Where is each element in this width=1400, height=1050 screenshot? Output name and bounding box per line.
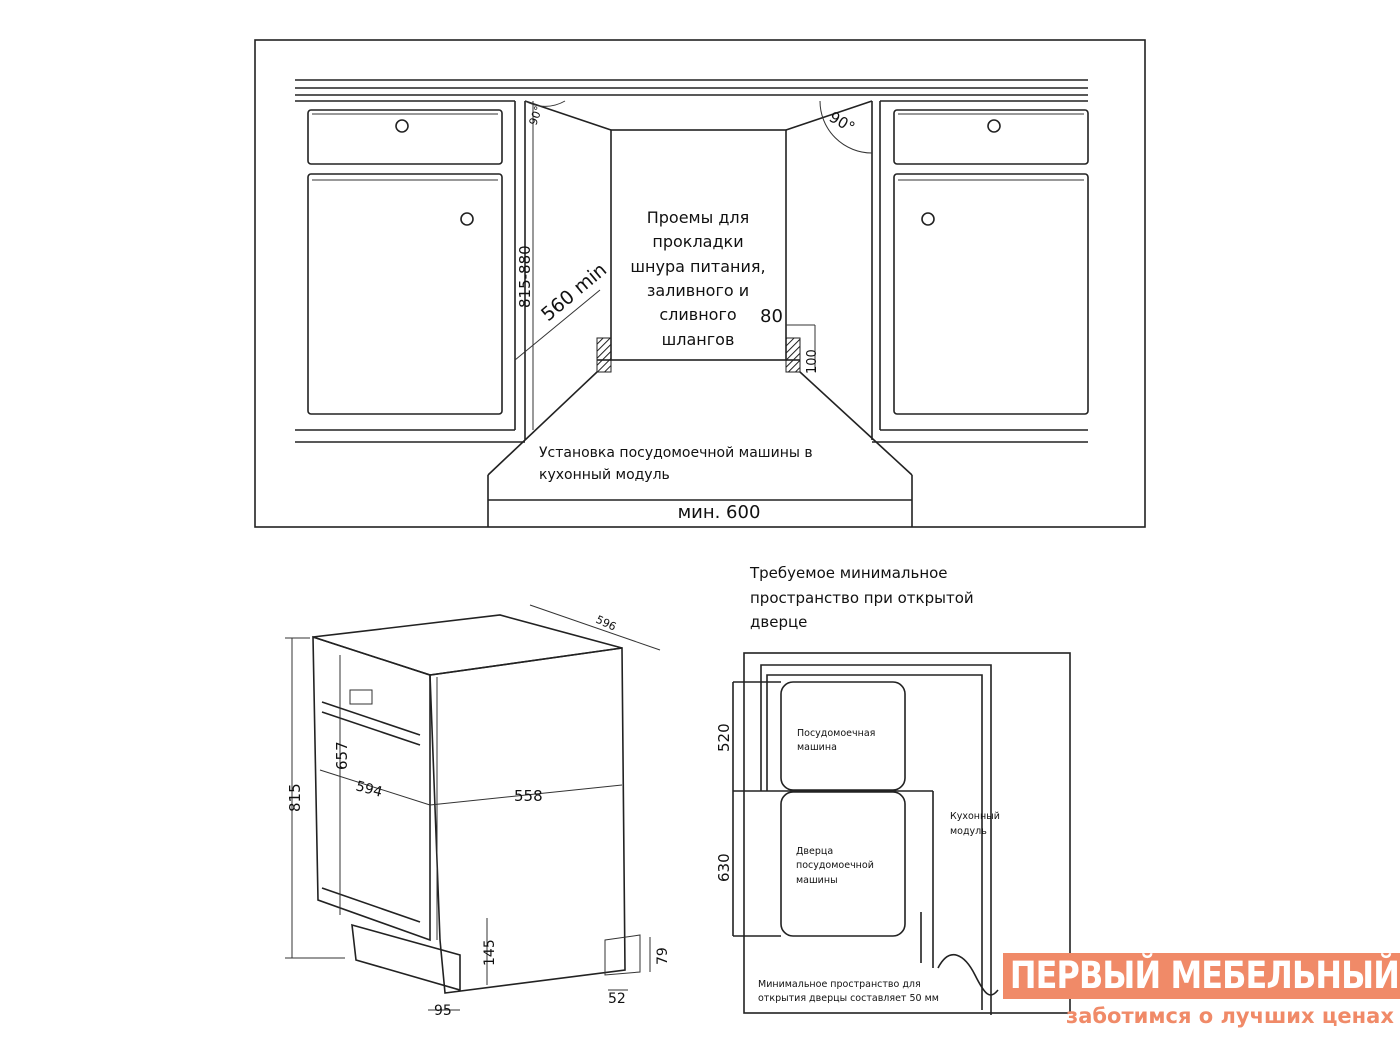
control-panel-icon bbox=[349, 689, 373, 705]
dishwasher-front bbox=[312, 635, 431, 942]
door-label-line: посудомоечной bbox=[796, 860, 874, 871]
door-label-line: Дверца bbox=[796, 846, 833, 857]
rear-foot bbox=[604, 934, 641, 976]
angle-arc-right bbox=[819, 100, 873, 154]
clearance-note-line: открытия дверцы составляет 50 мм bbox=[758, 993, 939, 1004]
clearance-title: Требуемое минимальное пространство при о… bbox=[749, 564, 974, 631]
clearance-note: Минимальное пространство для открытия дв… bbox=[758, 979, 939, 1004]
diagram-frame bbox=[254, 39, 1146, 528]
openings-label-line: шнура питания, bbox=[630, 257, 765, 276]
door-height-657-label: 657 bbox=[333, 741, 351, 770]
foot-79-label: 79 bbox=[655, 947, 671, 965]
caption-line: кухонный модуль bbox=[539, 467, 670, 483]
caption-line: Установка посудомоечной машины в bbox=[539, 445, 813, 461]
dishwasher-label-line: Посудомоечная bbox=[797, 728, 875, 739]
right-cabinet bbox=[871, 101, 1089, 443]
openings-label-line: шлангов bbox=[662, 330, 735, 349]
clearance-title-line: дверце bbox=[750, 613, 807, 631]
niche-back-wall bbox=[610, 129, 787, 361]
dim-630-label: 630 bbox=[715, 853, 733, 882]
dim-80-label: 80 bbox=[760, 306, 783, 327]
door-label-line: машины bbox=[796, 875, 838, 886]
watermark-logo: ПЕРВЫЙ МЕБЕЛЬНЫЙ bbox=[1003, 953, 1400, 999]
openings-label-line: сливного bbox=[659, 305, 736, 324]
dishwasher-label: Посудомоечная машина bbox=[797, 728, 875, 753]
clearance-frame bbox=[743, 652, 1071, 1014]
openings-label: Проемы для прокладки шнура питания, зали… bbox=[630, 208, 765, 349]
door-label: Дверца посудомоечной машины bbox=[796, 846, 874, 886]
kitchen-niche-diagram: 90° 90° 815-880 560 min 80 100 Проемы дл… bbox=[254, 39, 1146, 528]
plinth-bracket bbox=[351, 923, 461, 992]
dim-100-label: 100 bbox=[805, 349, 820, 374]
width-594-label: 594 bbox=[354, 778, 384, 800]
height-range-label: 815-880 bbox=[516, 245, 534, 308]
module-label-line: Кухонный bbox=[950, 811, 1000, 822]
foot-52-label: 52 bbox=[608, 991, 626, 1007]
depth-596-label: 596 bbox=[594, 613, 619, 634]
angle-left-label: 90° bbox=[527, 104, 546, 127]
min-width-label: мин. 600 bbox=[678, 502, 761, 523]
drawer-knob-icon bbox=[395, 119, 409, 133]
depth-min-label: 560 min bbox=[537, 259, 611, 326]
dishwasher-box bbox=[780, 681, 906, 791]
side-depth-558-label: 558 bbox=[514, 787, 543, 805]
dishwasher-label-line: машина bbox=[797, 742, 837, 753]
right-hose-opening bbox=[785, 337, 801, 373]
clearance-title-line: Требуемое минимальное bbox=[749, 564, 948, 582]
left-hose-opening bbox=[596, 337, 612, 373]
door-knob-icon bbox=[460, 212, 474, 226]
openings-label-line: заливного и bbox=[647, 281, 749, 300]
drawer-knob-icon bbox=[987, 119, 1001, 133]
installation-caption: Установка посудомоечной машины в кухонны… bbox=[539, 445, 813, 483]
dim-520-label: 520 bbox=[715, 723, 733, 752]
module-label-line: модуль bbox=[950, 826, 987, 837]
watermark-slogan: заботимся о лучших ценах bbox=[1066, 1004, 1394, 1028]
openings-label-line: Проемы для bbox=[647, 208, 750, 227]
left-cabinet bbox=[295, 101, 526, 443]
plinth-145-label: 145 bbox=[482, 939, 498, 966]
height-815-label: 815 bbox=[286, 783, 304, 812]
door-box bbox=[780, 791, 906, 937]
door-clearance-diagram: Требуемое минимальное пространство при о… bbox=[715, 564, 1071, 1015]
angle-arc-left bbox=[524, 100, 566, 107]
clearance-title-line: пространство при открытой bbox=[750, 589, 974, 607]
module-label: Кухонный модуль bbox=[950, 811, 1000, 837]
dishwasher-top bbox=[312, 614, 623, 676]
openings-label-line: прокладки bbox=[652, 232, 743, 251]
clearance-note-line: Минимальное пространство для bbox=[758, 979, 921, 990]
door-knob-icon bbox=[921, 212, 935, 226]
dishwasher-dimensions-drawing: 596 815 657 594 558 145 95 79 52 bbox=[285, 604, 671, 1019]
plinth-95-label: 95 bbox=[434, 1003, 452, 1019]
dishwasher-side bbox=[429, 647, 626, 994]
